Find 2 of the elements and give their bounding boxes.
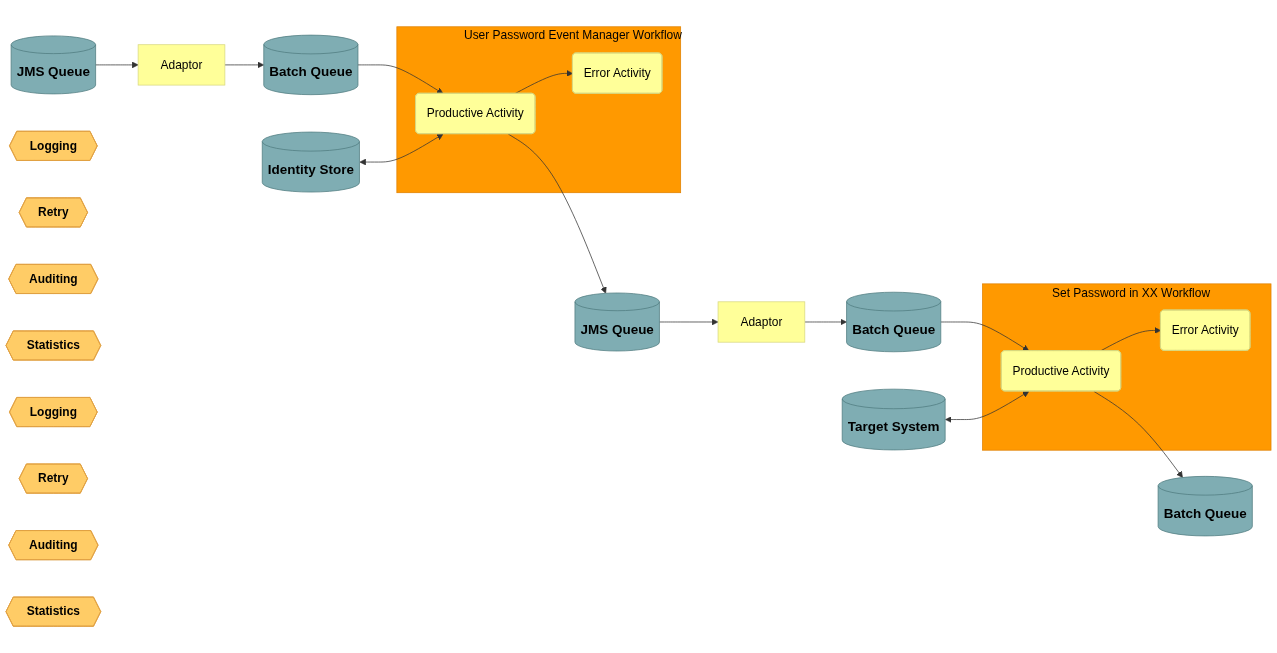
node-box: Adaptor [137, 44, 226, 86]
node-box: Adaptor [717, 301, 806, 343]
